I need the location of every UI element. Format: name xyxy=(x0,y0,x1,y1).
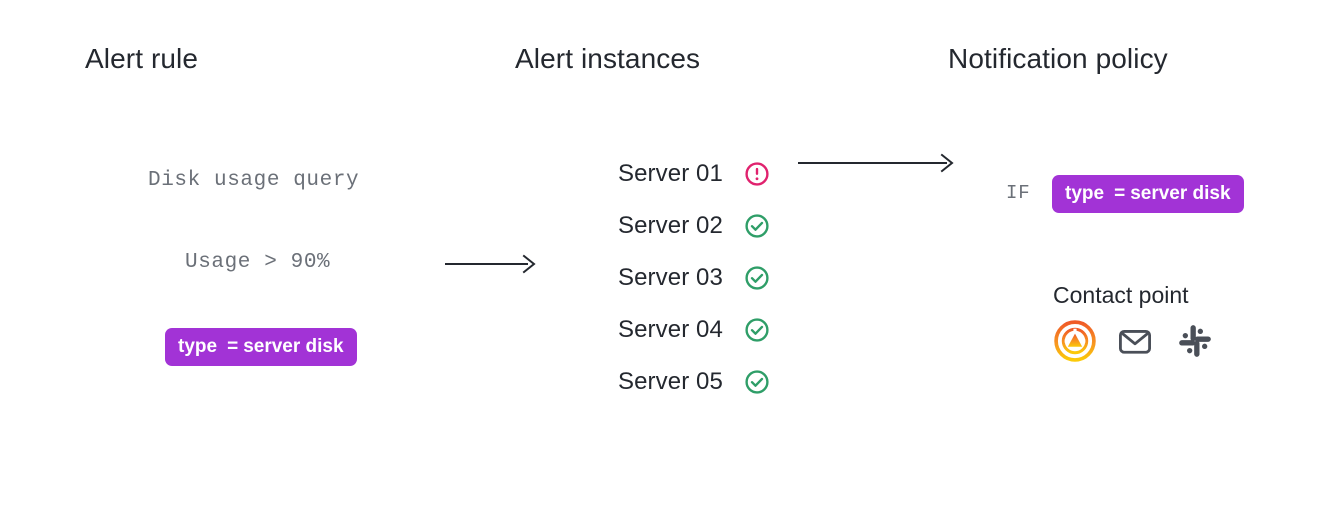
instance-name: Server 03 xyxy=(618,264,723,291)
column-title-notification-policy: Notification policy xyxy=(948,43,1168,74)
label-chip-operator: = xyxy=(227,336,239,357)
check-circle-icon xyxy=(744,213,770,239)
instance-name: Server 01 xyxy=(618,160,723,187)
email-icon xyxy=(1112,318,1158,364)
exclamation-circle-icon xyxy=(744,161,770,187)
list-item: Server 02 xyxy=(618,200,770,252)
label-chip-key: type xyxy=(178,336,218,357)
grafana-logo-icon xyxy=(1052,318,1098,364)
check-circle-icon xyxy=(744,265,770,291)
list-item: Server 05 xyxy=(618,356,770,408)
instance-name: Server 05 xyxy=(618,368,723,395)
notification-policy-if-keyword: IF xyxy=(1006,182,1031,204)
matcher-chip-key: type xyxy=(1065,183,1105,204)
list-item: Server 04 xyxy=(618,304,770,356)
column-title-alert-instances: Alert instances xyxy=(515,43,701,74)
slack-icon xyxy=(1172,318,1218,364)
check-circle-icon xyxy=(744,369,770,395)
alert-instances-list: Server 01 Server 02 Server 03 xyxy=(618,148,770,408)
alert-rule-query-text: Disk usage query xyxy=(148,169,360,192)
contact-point-title: Contact point xyxy=(1053,282,1189,308)
arrow-rule-to-instances xyxy=(445,254,536,274)
alert-rule-condition-text: Usage > 90% xyxy=(185,251,331,274)
alert-rule-label-chip: type = server disk xyxy=(165,328,357,366)
list-item: Server 01 xyxy=(618,148,770,200)
check-circle-icon xyxy=(744,317,770,343)
matcher-chip-operator: = xyxy=(1114,183,1126,204)
arrow-instances-to-policy xyxy=(798,153,954,173)
notification-policy-matcher-chip: type = server disk xyxy=(1052,175,1244,213)
instance-name: Server 02 xyxy=(618,212,723,239)
matcher-chip-value: server disk xyxy=(1130,183,1231,204)
instance-name: Server 04 xyxy=(618,316,723,343)
contact-point-icon-row xyxy=(1052,318,1218,364)
column-title-alert-rule: Alert rule xyxy=(85,43,199,74)
label-chip-value: server disk xyxy=(243,336,344,357)
list-item: Server 03 xyxy=(618,252,770,304)
